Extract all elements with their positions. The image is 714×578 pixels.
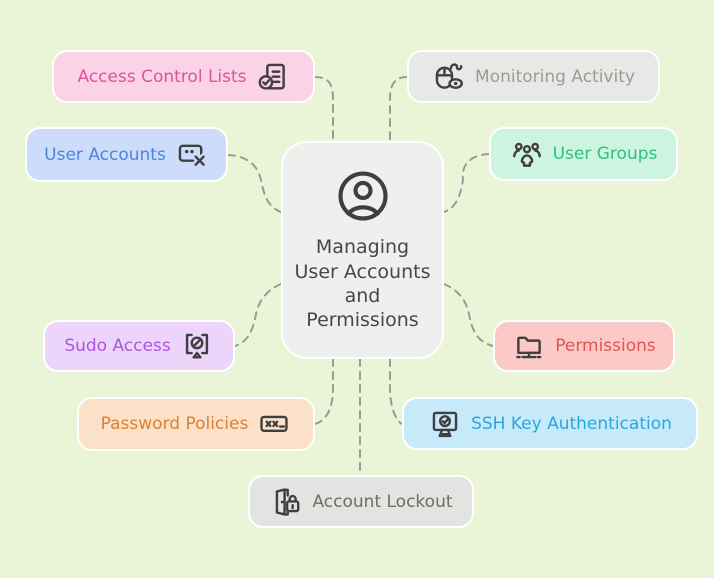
edge-central-to-user-accounts — [227, 154, 282, 213]
edge-central-to-user-groups — [443, 153, 490, 213]
password-field-icon — [257, 407, 291, 441]
node-label: Account Lockout — [312, 491, 453, 512]
checklist-document-icon — [256, 60, 290, 94]
node-password-policies: Password Policies — [77, 397, 315, 451]
edge-central-to-sudo-access — [234, 283, 282, 347]
node-label: User Groups — [552, 144, 658, 164]
edge-central-to-permissions — [443, 283, 494, 347]
door-lock-icon — [269, 485, 303, 519]
node-label: Monitoring Activity — [475, 66, 635, 87]
node-access-control-lists: Access Control Lists — [52, 50, 315, 103]
node-ssh-key-authentication: SSH Key Authentication — [402, 397, 698, 450]
node-label: SSH Key Authentication — [471, 413, 672, 434]
edge-central-to-access-control-lists — [314, 76, 334, 142]
node-account-lockout: Account Lockout — [248, 475, 474, 528]
node-label: Permissions — [555, 336, 656, 356]
edge-central-to-password-policies — [314, 358, 334, 425]
user-avatar-icon — [334, 167, 392, 225]
central-node-label: Managing User Accounts and Permissions — [294, 236, 431, 332]
edge-central-to-monitoring-activity — [389, 76, 408, 142]
node-permissions: Permissions — [493, 320, 675, 372]
node-user-accounts: User Accounts — [25, 127, 228, 182]
node-monitoring-activity: Monitoring Activity — [407, 50, 660, 103]
edge-central-to-ssh-key-authentication — [389, 358, 403, 425]
mouse-eye-icon — [432, 60, 466, 94]
people-group-icon — [510, 137, 544, 171]
node-label: Access Control Lists — [77, 66, 247, 87]
central-node-managing-user-accounts: Managing User Accounts and Permissions — [281, 141, 444, 359]
node-label: Password Policies — [100, 414, 249, 434]
monitor-block-icon — [180, 329, 214, 363]
monitor-check-icon — [428, 407, 462, 441]
folder-tree-icon — [512, 329, 546, 363]
account-x-icon — [175, 138, 209, 172]
node-sudo-access: Sudo Access — [43, 320, 235, 372]
node-label: Sudo Access — [64, 336, 171, 356]
node-label: User Accounts — [44, 144, 166, 165]
node-user-groups: User Groups — [489, 127, 678, 181]
